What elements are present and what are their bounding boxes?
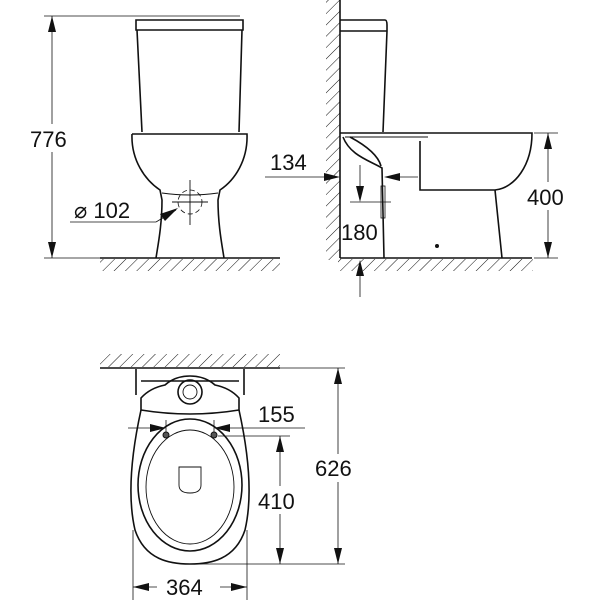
tank-side xyxy=(340,19,388,133)
height-label: 776 xyxy=(30,127,67,152)
trap-outline xyxy=(342,136,385,259)
front-view: 776 ⌀ 102 xyxy=(30,15,280,271)
bolt-hole-left xyxy=(162,431,170,439)
outlet-diameter-label: ⌀ 102 xyxy=(74,198,130,223)
width-label: 364 xyxy=(166,575,203,600)
bolt-spacing-label: 155 xyxy=(258,402,295,427)
bowl-top-outline xyxy=(130,409,250,565)
tank-body xyxy=(136,29,243,133)
wall-hatch xyxy=(100,354,280,367)
outlet-height-label: 180 xyxy=(341,220,378,245)
bolt-hole-right xyxy=(210,431,218,439)
tank-top xyxy=(140,375,240,415)
floor-hatch xyxy=(338,259,533,271)
bowl-outline xyxy=(131,133,248,259)
wall-to-outlet-label: 134 xyxy=(270,150,307,175)
seat-height-label: 400 xyxy=(527,185,564,210)
flush-button xyxy=(177,379,203,405)
side-view: 134 180 400 xyxy=(265,0,572,297)
seat-inner xyxy=(145,429,235,545)
top-view: 155 410 626 364 xyxy=(100,354,364,600)
tank-lid xyxy=(135,19,244,31)
seat-outer xyxy=(137,418,243,552)
wall-hatch xyxy=(326,0,340,260)
bolt-to-front-label: 410 xyxy=(258,489,295,514)
floor-hatch xyxy=(100,259,280,271)
bowl-side xyxy=(340,132,533,259)
depth-label: 626 xyxy=(315,456,352,481)
